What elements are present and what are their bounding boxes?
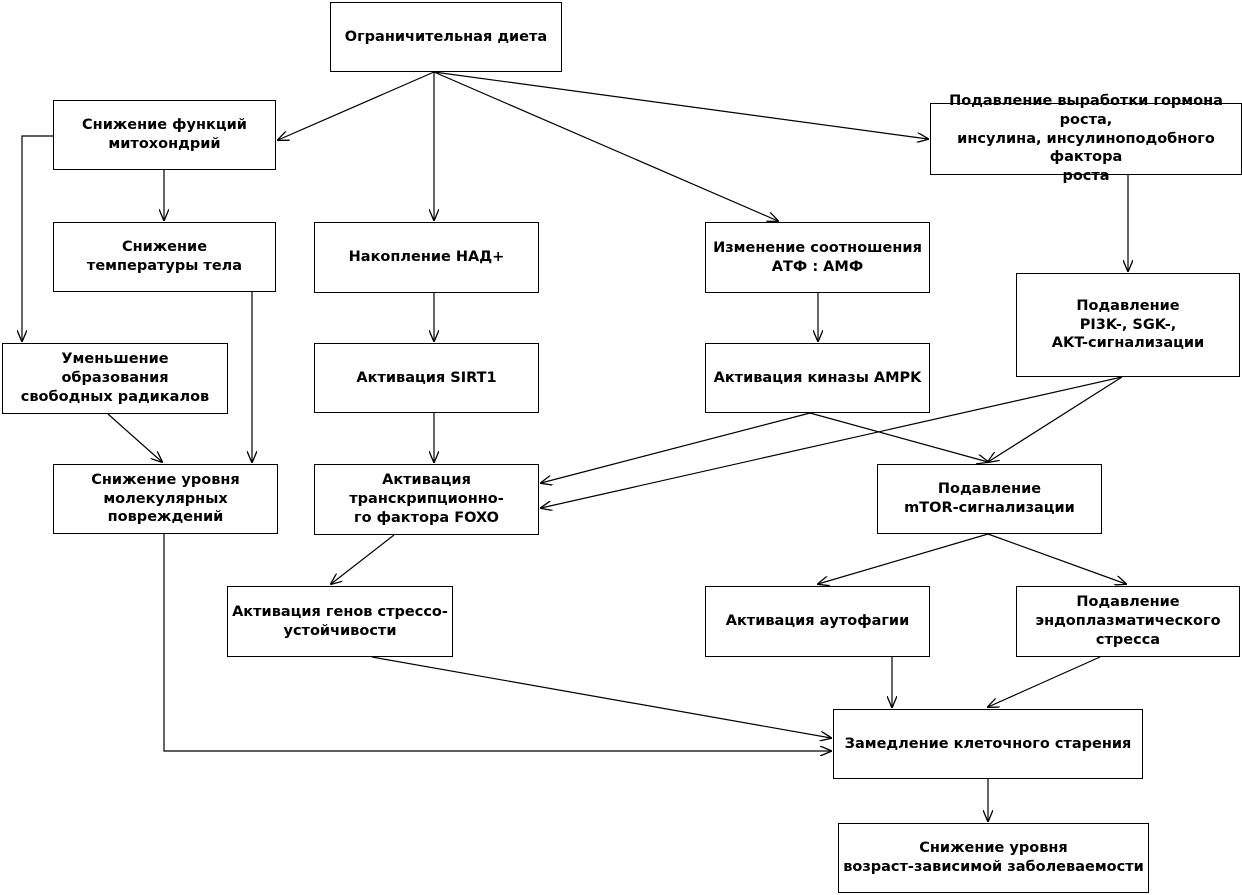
node-sirt1: Активация SIRT1 xyxy=(314,343,539,413)
arrow-mito-to-radicals xyxy=(22,135,53,341)
arrow-radicals-to-damage xyxy=(107,413,162,462)
arrow-damage-to-aging xyxy=(163,534,831,751)
arrow-diet-to-gh xyxy=(433,71,928,139)
arrow-er-to-aging xyxy=(988,656,1101,707)
node-foxo: Активация транскрипционно- го фактора FO… xyxy=(314,464,539,535)
arrow-diet-to-atp xyxy=(433,71,778,221)
node-damage: Снижение уровня молекулярных повреждений xyxy=(53,464,278,534)
node-aging: Замедление клеточного старения xyxy=(833,709,1143,779)
node-genes: Активация генов стрессо- устойчивости xyxy=(227,586,453,657)
arrow-ampk-to-mtor xyxy=(809,412,988,462)
node-ampk: Активация киназы AMPK xyxy=(705,343,930,413)
arrow-pi3k-to-mtor xyxy=(988,376,1123,462)
node-pi3k: Подавление PI3K-, SGK-, AKT-сигнализации xyxy=(1016,273,1240,377)
arrow-mtor-to-er xyxy=(987,533,1126,584)
arrow-mtor-to-autophagy xyxy=(818,533,989,584)
arrow-genes-to-aging xyxy=(371,656,831,738)
node-er: Подавление эндоплазматического стресса xyxy=(1016,586,1240,657)
node-disease: Снижение уровня возраст-зависимой заболе… xyxy=(838,823,1149,893)
node-temp: Снижение температуры тела xyxy=(53,222,276,292)
arrow-ampk-to-foxo xyxy=(541,412,811,483)
node-mito: Снижение функций митохондрий xyxy=(53,100,276,170)
node-diet: Ограничительная диета xyxy=(330,2,562,72)
node-radicals: Уменьшение образования свободных радикал… xyxy=(2,343,228,414)
node-atp: Изменение соотношения АТФ : АМФ xyxy=(705,222,930,293)
arrow-pi3k-to-foxo xyxy=(541,376,1123,508)
node-nad: Накопление НАД+ xyxy=(314,222,539,293)
node-mtor: Подавление mTOR-сигнализации xyxy=(877,464,1102,534)
arrow-diet-to-mito xyxy=(278,71,435,140)
arrow-foxo-to-genes xyxy=(331,534,395,584)
node-gh: Подавление выработки гормона роста, инсу… xyxy=(930,93,1242,184)
node-autophagy: Активация аутофагии xyxy=(705,586,930,657)
